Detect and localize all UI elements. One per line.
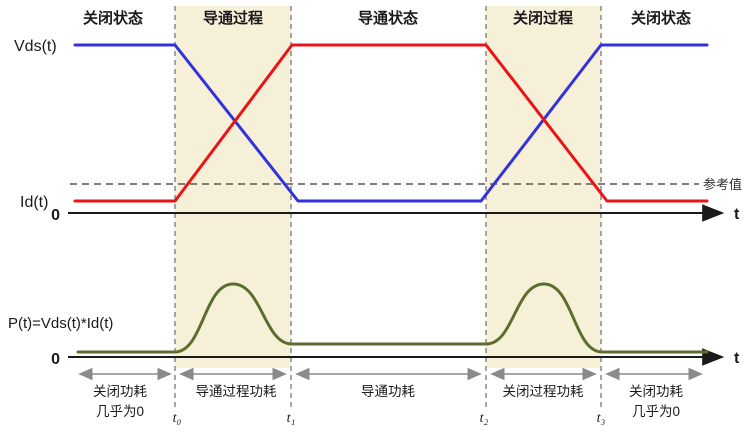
time-marker-t0: t₀ bbox=[173, 411, 182, 426]
id-curve bbox=[73, 43, 709, 203]
time-marker-t2: t₂ bbox=[480, 411, 489, 426]
time-axis-bottom-label: t bbox=[734, 350, 740, 367]
vds-label: Vds(t) bbox=[14, 38, 57, 55]
reference-label: 参考值 bbox=[703, 177, 742, 192]
state-label-off-left: 关闭状态 bbox=[83, 9, 143, 27]
id-label: Id(t) bbox=[20, 194, 48, 211]
state-label-on: 导通状态 bbox=[358, 9, 418, 27]
time-marker-t3: t₃ bbox=[597, 411, 606, 426]
time-marker-t1: t₁ bbox=[287, 411, 296, 426]
vds-curve bbox=[73, 43, 709, 203]
region-label-turn-off: 关闭过程功耗 bbox=[503, 384, 584, 399]
time-axis-top-label: t bbox=[734, 206, 740, 223]
origin-top-label: 0 bbox=[51, 207, 60, 224]
turn-on-band bbox=[175, 6, 291, 368]
region-label-off-left-2: 几乎为0 bbox=[96, 404, 144, 419]
power-label: P(t)=Vds(t)*Id(t) bbox=[8, 315, 113, 332]
origin-bottom-label: 0 bbox=[51, 351, 60, 368]
region-label-turn-on: 导通过程功耗 bbox=[196, 384, 277, 399]
state-label-turn-on: 导通过程 bbox=[203, 9, 263, 27]
state-label-off-right: 关闭状态 bbox=[631, 9, 691, 27]
region-label-off-right-2: 几乎为0 bbox=[632, 404, 680, 419]
region-label-on: 导通功耗 bbox=[361, 384, 415, 399]
turn-off-band bbox=[486, 6, 601, 368]
region-label-off-right-1: 关闭功耗 bbox=[629, 384, 683, 399]
state-label-turn-off: 关闭过程 bbox=[513, 9, 573, 27]
power-curve bbox=[76, 282, 709, 354]
region-label-off-left-1: 关闭功耗 bbox=[93, 384, 147, 399]
